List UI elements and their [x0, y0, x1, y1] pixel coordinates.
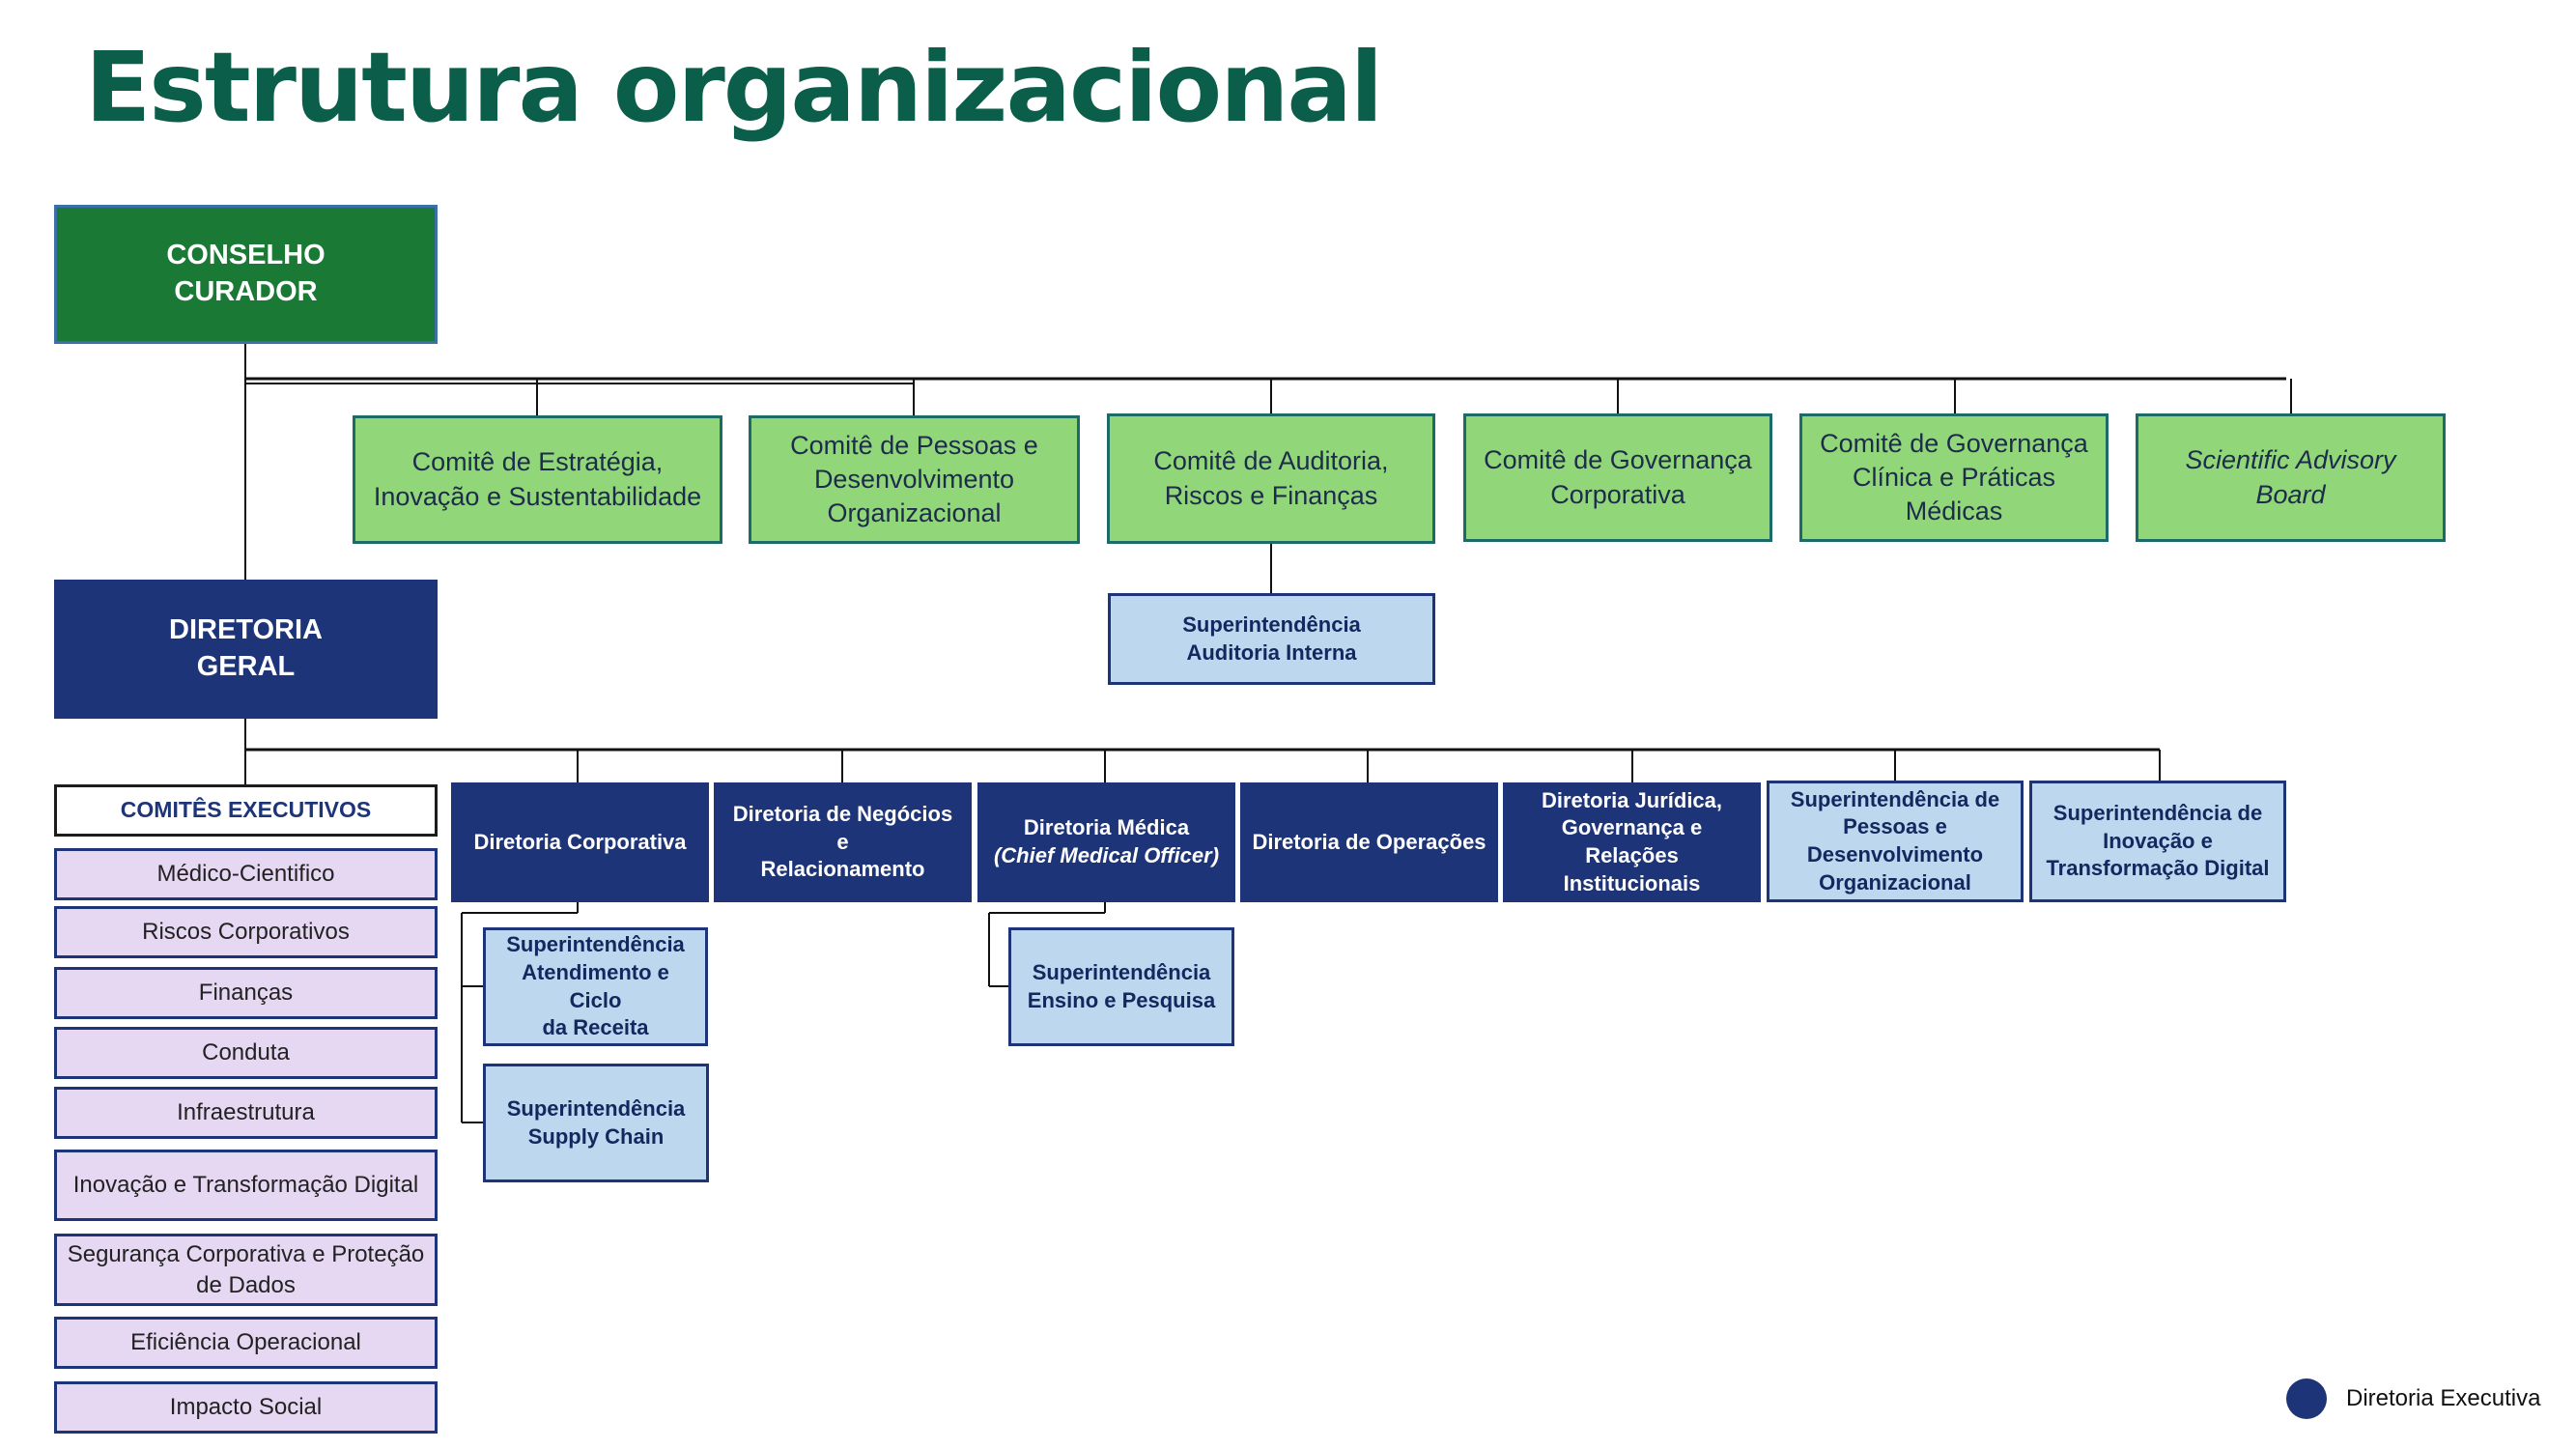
superintendence-people: Superintendência de Pessoas e Desenvolvi… [1767, 781, 2024, 902]
directorate-business-relations: Diretoria de Negócios e Relacionamento [714, 782, 972, 902]
legend: Diretoria Executiva [2286, 1378, 2540, 1419]
directorate-general-label: DIRETORIA GERAL [169, 614, 323, 682]
committee-strategy: Comitê de Estratégia, Inovação e Sustent… [353, 415, 722, 544]
exec-committee-item: Infraestrutura [54, 1087, 438, 1139]
committee-label: Comitê de Governança Clínica e Práticas … [1820, 428, 2088, 526]
legend-dot-icon [2286, 1378, 2327, 1419]
superintendence-innovation: Superintendência de Inovação e Transform… [2029, 781, 2286, 902]
directorate-medical: Diretoria Médica (Chief Medical Officer) [977, 782, 1235, 902]
committee-clinical-governance: Comitê de Governança Clínica e Práticas … [1799, 413, 2109, 542]
committee-label: Comitê de Pessoas e Desenvolvimento Orga… [790, 430, 1038, 528]
superintendence-revenue-cycle: Superintendência Atendimento e Ciclo da … [483, 927, 708, 1046]
superintendence-internal-audit: Superintendência Auditoria Interna [1108, 593, 1435, 685]
superintendence-supply-chain: Superintendência Supply Chain [483, 1064, 709, 1182]
committee-label: Comitê de Estratégia, Inovação e Sustent… [373, 447, 702, 511]
committee-people: Comitê de Pessoas e Desenvolvimento Orga… [749, 415, 1080, 544]
exec-committee-item: Médico-Cientifico [54, 848, 438, 900]
directorate-legal-governance: Diretoria Jurídica, Governança e Relaçõe… [1503, 782, 1761, 902]
committee-scientific-advisory: Scientific Advisory Board [2136, 413, 2446, 542]
committee-label: Scientific Advisory Board [2185, 445, 2396, 509]
exec-committee-item: Conduta [54, 1027, 438, 1079]
committee-label: Comitê de Governança Corporativa [1484, 445, 1752, 509]
page-title: Estrutura organizacional [85, 31, 1383, 144]
directorate-medical-sublabel: (Chief Medical Officer) [993, 843, 1220, 867]
committee-corporate-governance: Comitê de Governança Corporativa [1463, 413, 1772, 542]
exec-committee-item: Finanças [54, 967, 438, 1019]
committee-audit: Comitê de Auditoria, Riscos e Finanças [1107, 413, 1435, 544]
council-label: CONSELHO CURADOR [166, 240, 326, 307]
superintendence-teaching-research: Superintendência Ensino e Pesquisa [1008, 927, 1234, 1046]
directorate-corporate: Diretoria Corporativa [451, 782, 709, 902]
exec-committee-item: Impacto Social [54, 1381, 438, 1434]
council-box: CONSELHO CURADOR [54, 205, 438, 344]
committee-label: Comitê de Auditoria, Riscos e Finanças [1153, 446, 1389, 510]
executive-committees-header: COMITÊS EXECUTIVOS [54, 784, 438, 837]
exec-committee-item: Eficiência Operacional [54, 1317, 438, 1369]
superintendence-label: Superintendência Auditoria Interna [1182, 611, 1361, 665]
exec-committee-item: Riscos Corporativos [54, 906, 438, 958]
directorate-operations: Diretoria de Operações [1240, 782, 1498, 902]
directorate-general-box: DIRETORIA GERAL [54, 580, 438, 719]
exec-committee-item: Segurança Corporativa e Proteção de Dado… [54, 1234, 438, 1306]
legend-label: Diretoria Executiva [2346, 1385, 2541, 1411]
exec-committee-item: Inovação e Transformação Digital [54, 1150, 438, 1221]
